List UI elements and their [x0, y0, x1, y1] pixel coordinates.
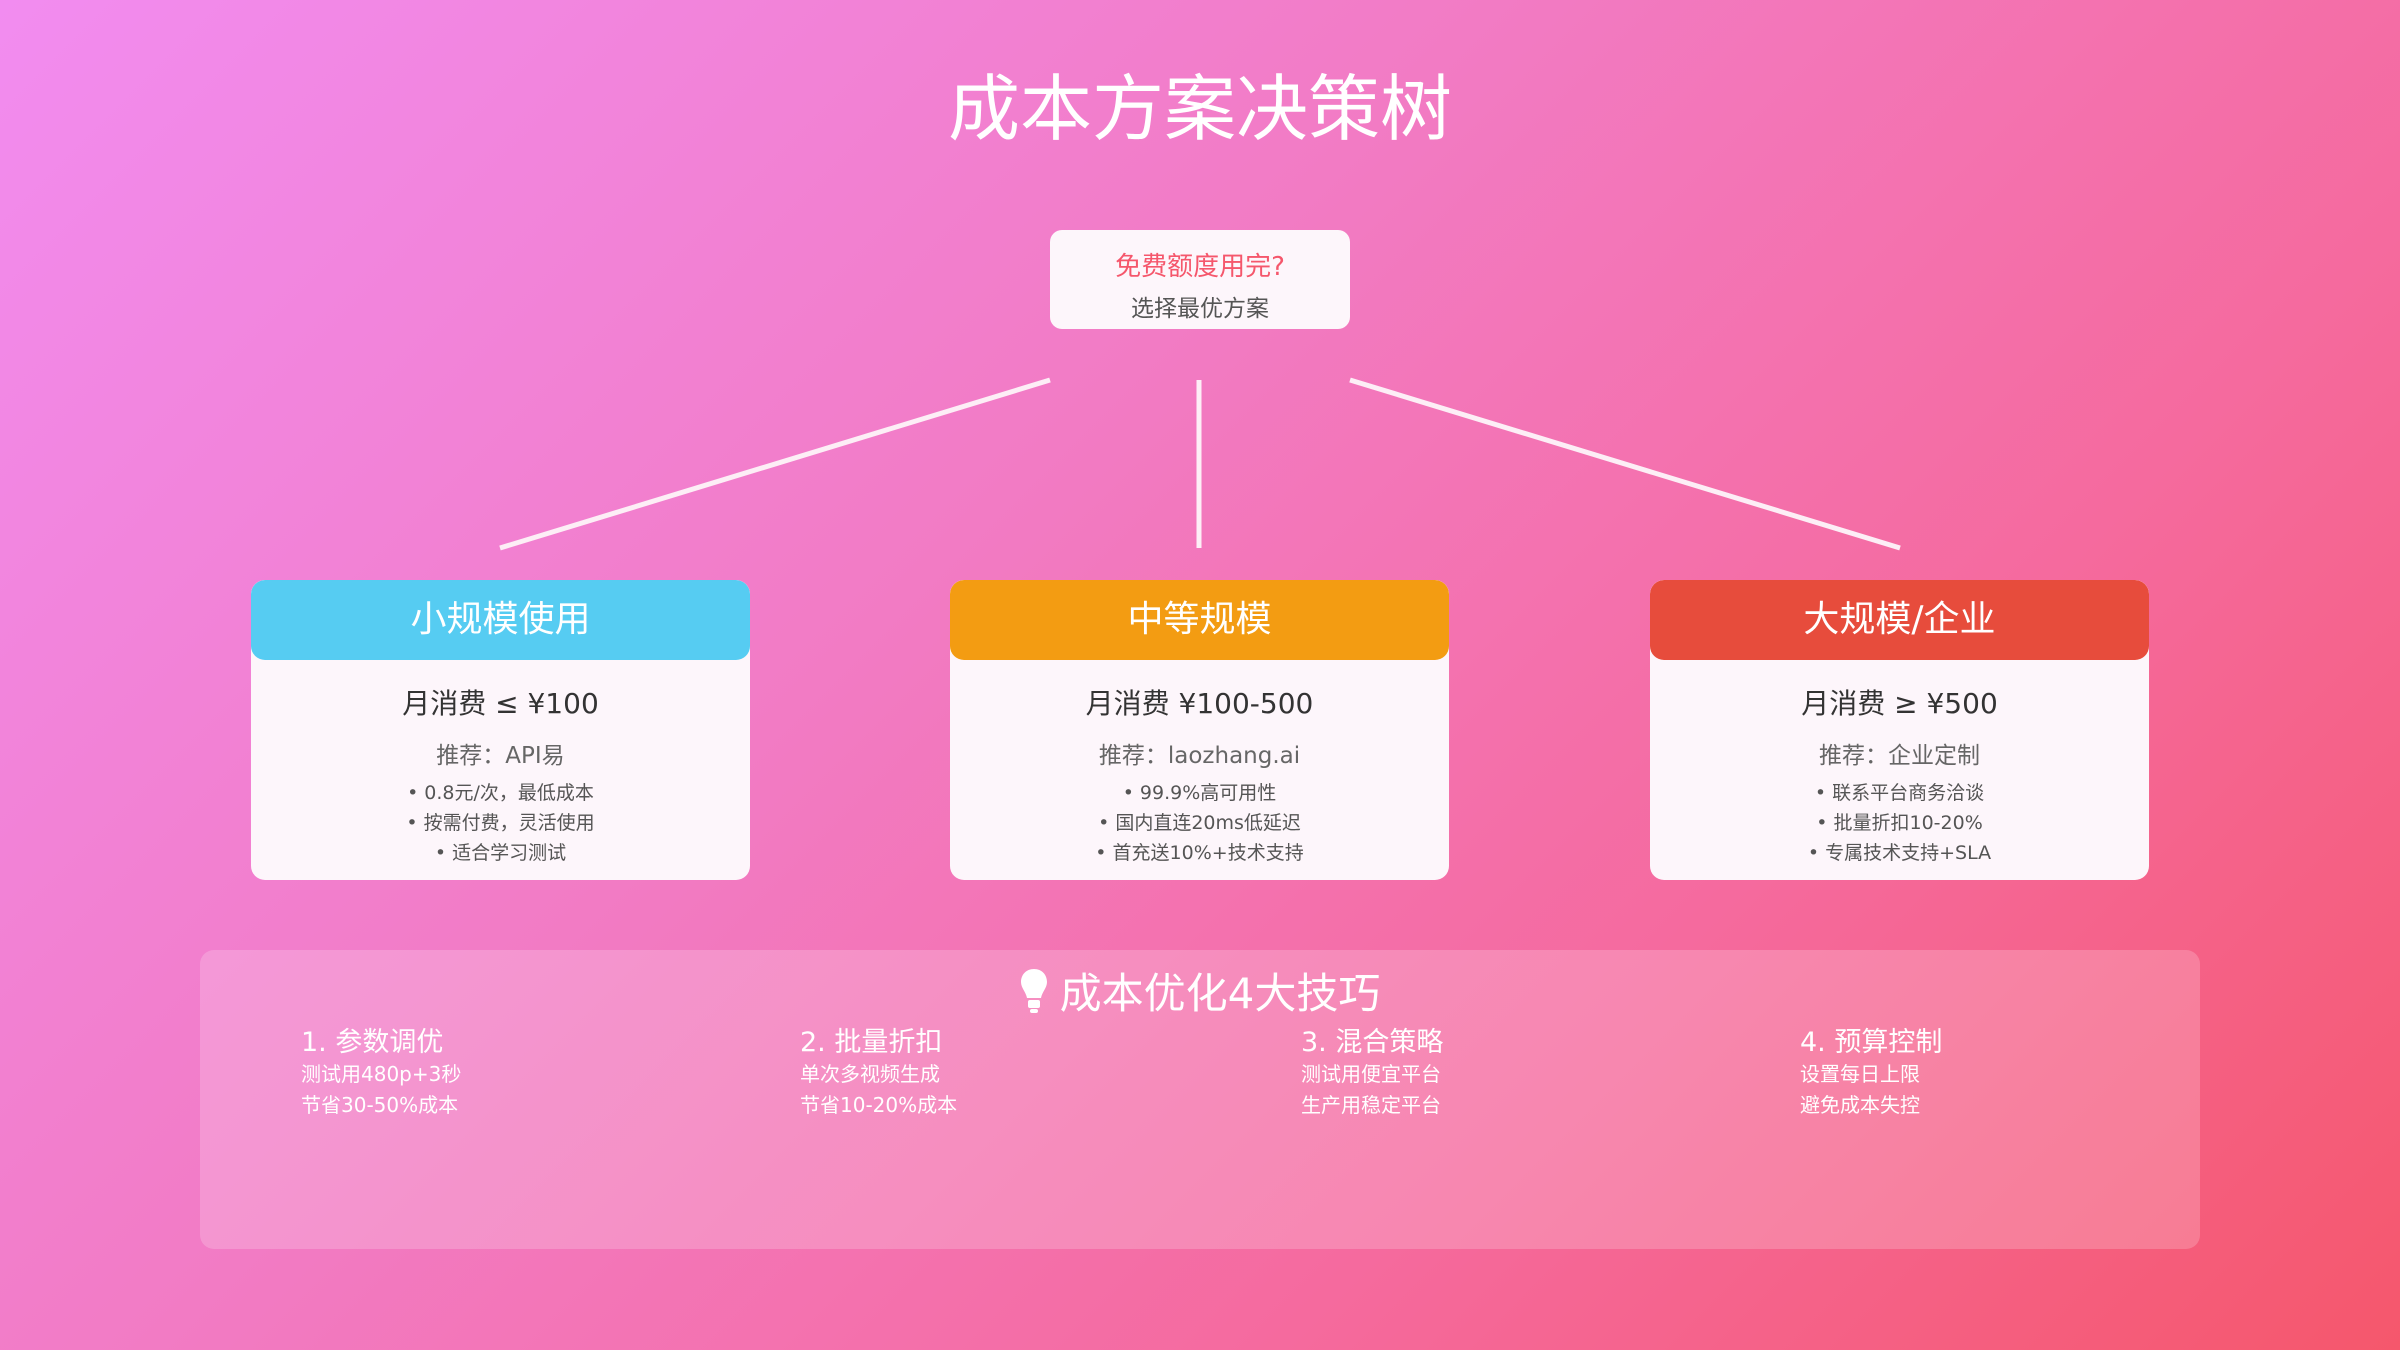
card-enterprise: 大规模/企业 月消费 ≥ ¥500 推荐：企业定制 • 联系平台商务洽谈 • 批… [1650, 580, 2149, 880]
tips-title: 成本优化4大技巧 [200, 960, 2200, 1021]
tip-heading: 2. 批量折扣 [800, 1027, 943, 1058]
tip-line: 节省30-50%成本 [301, 1093, 459, 1117]
tip-line: 测试用480p+3秒 [301, 1062, 462, 1086]
tip-item: 3. 混合策略 测试用便宜平台 生产用稳定平台 [1301, 1020, 1443, 1121]
root-node: 免费额度用完? 选择最优方案 [1050, 230, 1350, 329]
page-title: 成本方案决策树 [947, 67, 1452, 151]
card-bullet: • 按需付费，灵活使用 [406, 812, 595, 834]
card-small-scale: 小规模使用 月消费 ≤ ¥100 推荐：API易 • 0.8元/次，最低成本 •… [251, 580, 750, 880]
tips-panel: 成本优化4大技巧 1. 参数调优 测试用480p+3秒 节省30-50%成本 2… [200, 950, 2200, 1249]
tip-line: 生产用稳定平台 [1301, 1093, 1441, 1117]
card-bullet: • 0.8元/次，最低成本 [407, 782, 594, 804]
card-bullet: • 联系平台商务洽谈 [1814, 782, 1985, 804]
tip-heading: 1. 参数调优 [301, 1027, 444, 1058]
tip-heading: 4. 预算控制 [1800, 1027, 1943, 1058]
card-bullet: • 99.9%高可用性 [1122, 782, 1277, 804]
root-subtitle: 选择最优方案 [1131, 296, 1269, 322]
card-recommend: 推荐：企业定制 [1819, 743, 1980, 769]
tip-line: 节省10-20%成本 [800, 1093, 958, 1117]
connector-left [499, 377, 1051, 551]
tip-line: 单次多视频生成 [800, 1062, 940, 1086]
card-bullet: • 首充送10%+技术支持 [1095, 842, 1304, 864]
tips-title-text: 成本优化4大技巧 [1059, 969, 1381, 1018]
connector-right [1349, 377, 1901, 551]
card-recommend: 推荐：laozhang.ai [1098, 743, 1301, 769]
card-price: 月消费 ≤ ¥100 [402, 687, 599, 720]
card-bullet: • 批量折扣10-20% [1816, 812, 1983, 834]
tip-item: 4. 预算控制 设置每日上限 避免成本失控 [1800, 1020, 1942, 1121]
card-bullet: • 适合学习测试 [434, 842, 567, 864]
tip-line: 避免成本失控 [1800, 1093, 1920, 1117]
tip-heading: 3. 混合策略 [1301, 1027, 1444, 1058]
card-recommend: 推荐：API易 [436, 743, 565, 769]
root-question: 免费额度用完? [1115, 252, 1285, 282]
tip-item: 1. 参数调优 测试用480p+3秒 节省30-50%成本 [301, 1020, 461, 1121]
card-bullet: • 专属技术支持+SLA [1807, 842, 1992, 864]
card-price: 月消费 ¥100-500 [1085, 687, 1314, 720]
card-price: 月消费 ≥ ¥500 [1801, 687, 1998, 720]
card-header: 中等规模 [950, 580, 1449, 660]
tip-item: 2. 批量折扣 单次多视频生成 节省10-20%成本 [800, 1020, 957, 1121]
tip-line: 测试用便宜平台 [1301, 1062, 1441, 1086]
card-header: 大规模/企业 [1650, 580, 2149, 660]
lightbulb-icon [1020, 969, 1047, 1013]
card-medium-scale: 中等规模 月消费 ¥100-500 推荐：laozhang.ai • 99.9%… [950, 580, 1449, 880]
card-header: 小规模使用 [251, 580, 750, 660]
tip-line: 设置每日上限 [1800, 1062, 1920, 1086]
card-bullet: • 国内直连20ms低延迟 [1098, 812, 1301, 834]
